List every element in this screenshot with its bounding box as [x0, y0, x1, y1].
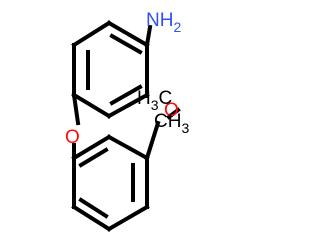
bond-ring1-bottom-right: [106, 92, 150, 119]
ether-oxygen-label: O: [65, 127, 80, 148]
h3c-subscript: 3: [151, 97, 159, 113]
amine-subscript: 2: [173, 19, 181, 35]
amine-nh: NH: [146, 10, 173, 31]
amine-label: NH2: [146, 10, 181, 35]
ch3-h: H: [168, 111, 182, 132]
bond-ring2-bottom-left: [71, 204, 112, 232]
bond-layer: [71, 20, 181, 232]
bond-ring2-bottom-inner: [78, 197, 109, 219]
ch3-label: CH3: [154, 111, 189, 136]
bond-ring1-top-left: [71, 20, 112, 48]
bond-c-n: [144, 24, 153, 48]
bond-ring1-top-right: [106, 20, 150, 48]
h3c-label: H3C: [137, 88, 172, 113]
bond-ring2-o-methoxy: [144, 120, 161, 161]
methoxy-oxygen-label: O: [164, 100, 179, 121]
atom-labels: NH2 O O H3C CH3: [65, 10, 189, 148]
bond-ring2-top-left: [71, 134, 112, 161]
bond-ring1-o: [71, 92, 81, 126]
bond-ring2-bottom-right: [106, 204, 150, 232]
ch3-c: C: [154, 111, 168, 132]
bond-ring1-top-inner: [109, 33, 143, 55]
h3c-c: C: [159, 88, 173, 109]
bond-o-methyl: [166, 107, 181, 120]
bond-ring1-bottom-left: [71, 92, 112, 119]
bond-ring2-top-inner: [78, 147, 109, 168]
ch3-subscript: 3: [181, 120, 189, 136]
bond-ring2-top-right: [106, 134, 150, 161]
bond-ring1-bottom-inner: [109, 84, 143, 106]
structure-canvas: NH2 O O H3C CH3: [65, 10, 189, 232]
h3c-h: H: [137, 88, 151, 109]
